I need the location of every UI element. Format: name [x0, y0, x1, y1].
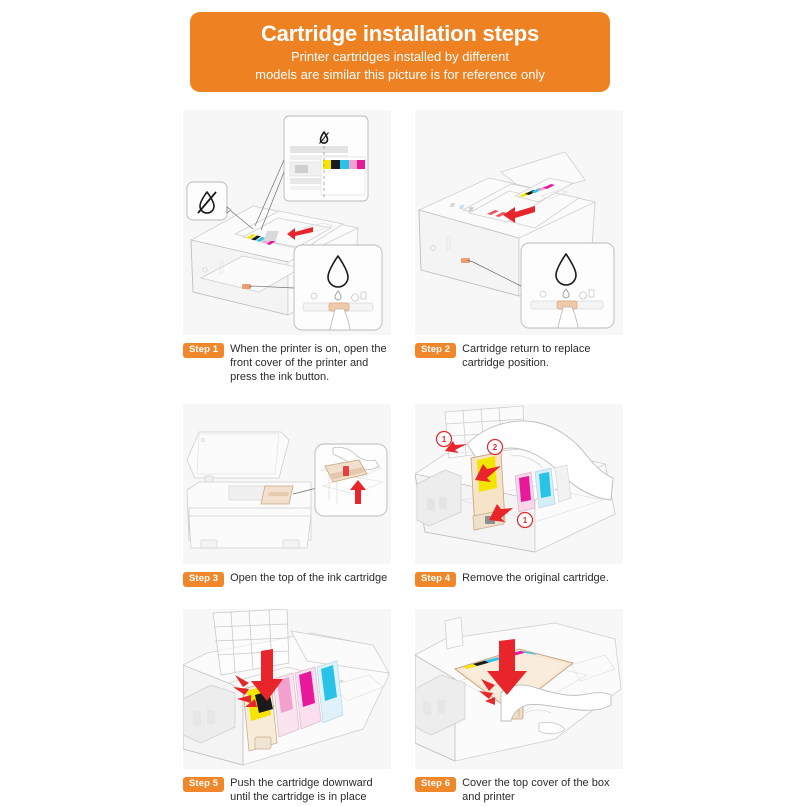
impact-burst [479, 679, 495, 705]
callout-no-ink-droplet [186, 181, 254, 230]
cartridge-return-illustration [415, 110, 623, 335]
hand-outline [466, 420, 614, 501]
marker-label: 1 [523, 516, 528, 525]
printer-with-open-lid [186, 431, 312, 549]
cartridge-grid-lid [212, 609, 290, 676]
row-spacer-1 [183, 386, 623, 404]
steps-row-3: Step 5 Push the cartridge downward until… [183, 609, 623, 806]
step-3-figure [183, 404, 391, 564]
cartridges-in-bay [514, 464, 572, 513]
marker-label: 1 [442, 435, 447, 444]
step-text-2: Cartridge return to replace cartridge po… [462, 343, 591, 369]
step-badge-6: Step 6 [415, 777, 457, 792]
step-6-figure [415, 609, 623, 769]
step-cell-1: Step 1 When the printer is on, open the … [183, 110, 391, 386]
marker-2: 2 [486, 438, 504, 456]
red-arrow-up-middle [475, 464, 501, 482]
callout-ink-droplet-button [248, 244, 383, 331]
step-cell-2: Step 2 Cartridge return to replace cartr… [415, 110, 623, 386]
red-arrow-down-with-burst [479, 639, 527, 705]
steps-row-2: Step 3 Open the top of the ink cartridge [183, 404, 623, 589]
step-cell-4: 1 2 1 Step 4 Remove the orig [415, 404, 623, 589]
marker-1-bottom: 1 [516, 511, 534, 529]
step-6-caption: Step 6 Cover the top cover of the box an… [415, 769, 623, 806]
step-cell-6: Step 6 Cover the top cover of the box an… [415, 609, 623, 806]
step-2-figure [415, 110, 623, 335]
red-arrow-left [503, 206, 535, 223]
hand-outline [332, 446, 380, 470]
step-5-figure [183, 609, 391, 769]
row-spacer-2 [183, 589, 623, 609]
cover-top-cover-illustration [415, 609, 623, 769]
open-top-of-ink-cartridge-illustration [183, 404, 391, 564]
step-text-3: Open the top of the ink cartridge [230, 572, 388, 584]
hand-outline [500, 684, 612, 735]
marker-1-top: 1 [435, 430, 453, 448]
push-cartridge-downward-illustration [183, 609, 391, 769]
marker-label: 2 [493, 443, 498, 452]
step-3-caption: Step 3 Open the top of the ink cartridge [183, 564, 391, 589]
remove-original-cartridge-illustration: 1 2 1 [415, 404, 623, 564]
step-badge-5: Step 5 [183, 777, 225, 792]
callout-ink-droplet-button [466, 242, 615, 329]
step-text-1: When the printer is on, open the front c… [230, 343, 387, 383]
header-banner: Cartridge installation steps Printer car… [190, 12, 610, 92]
step-4-caption: Step 4 Remove the original cartridge. [415, 564, 623, 589]
banner-subtitle-line-2: models are similar this picture is for r… [255, 67, 545, 82]
step-1-caption: Step 1 When the printer is on, open the … [183, 335, 391, 386]
step-2-caption: Step 2 Cartridge return to replace cartr… [415, 335, 623, 372]
steps-grid: Step 1 When the printer is on, open the … [183, 110, 623, 806]
ink-button-on-printer [242, 284, 251, 289]
red-arrow-down-with-burst [233, 649, 283, 707]
step-4-figure: 1 2 1 [415, 404, 623, 564]
callout-cartridge-lid-zoom [314, 443, 388, 517]
ink-button-on-printer [461, 258, 470, 263]
step-cell-3: Step 3 Open the top of the ink cartridge [183, 404, 391, 589]
red-arrow-left [287, 227, 313, 240]
step-badge-1: Step 1 [183, 343, 225, 358]
step-1-figure [183, 110, 391, 335]
step-badge-3: Step 3 [183, 572, 225, 587]
cartridge-color-chips [323, 160, 365, 169]
step-badge-2: Step 2 [415, 343, 457, 358]
cartridge-colors-row [519, 184, 555, 197]
steps-row-1: Step 1 When the printer is on, open the … [183, 110, 623, 386]
step-badge-4: Step 4 [415, 572, 457, 587]
red-arrow-left-top [445, 441, 467, 453]
callout-cartridge-color-strip [254, 115, 369, 231]
banner-subtitle-line-1: Printer cartridges installed by differen… [291, 49, 509, 64]
step-5-caption: Step 5 Push the cartridge downward until… [183, 769, 391, 806]
step-cell-5: Step 5 Push the cartridge downward until… [183, 609, 391, 806]
impact-burst [233, 675, 257, 707]
red-arrow-up [350, 480, 366, 504]
page-title: Cartridge installation steps [260, 21, 539, 46]
red-arrow-up-bottom [489, 504, 513, 522]
step-text-4: Remove the original cartridge. [462, 572, 609, 584]
printer-open-front-cover-illustration [183, 110, 391, 335]
